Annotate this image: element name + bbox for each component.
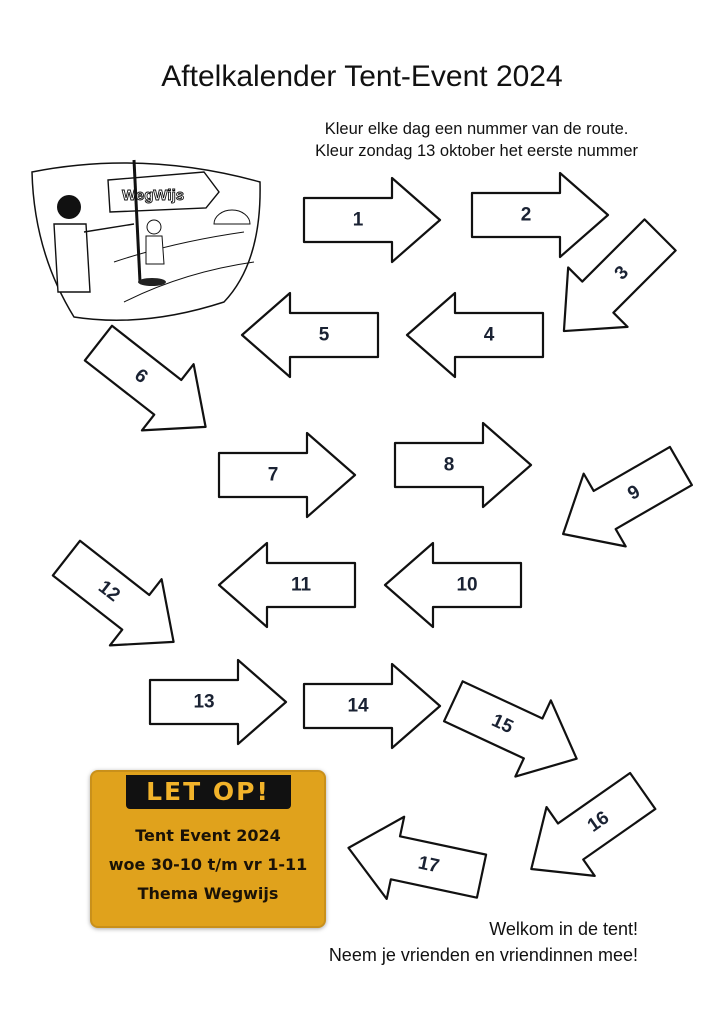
- arrow-shape[interactable]: [217, 541, 357, 629]
- route-arrow-6[interactable]: 6: [73, 310, 232, 460]
- route-arrow-11[interactable]: 11: [217, 541, 357, 629]
- notice-sign: LET OP! Tent Event 2024 woe 30-10 t/m vr…: [90, 770, 326, 928]
- arrow-shape[interactable]: [148, 658, 288, 746]
- instruction-line: Kleur elke dag een nummer van de route.: [324, 120, 629, 138]
- route-arrow-4[interactable]: 4: [405, 291, 545, 379]
- welcome-text: Welkom in de tent! Neem je vrienden en v…: [329, 916, 638, 968]
- route-arrow-12[interactable]: 12: [41, 525, 200, 675]
- day-number: 14: [347, 696, 369, 717]
- day-number: 17: [416, 852, 441, 877]
- day-number: 4: [484, 325, 495, 346]
- notice-header: LET OP!: [125, 775, 291, 809]
- instruction-line: Kleur zondag 13 oktober het eerste numme…: [315, 142, 638, 160]
- arrow-shape[interactable]: [507, 757, 667, 904]
- arrow-shape[interactable]: [240, 291, 380, 379]
- instructions: Kleur elke dag een nummer van de route. …: [315, 118, 638, 162]
- route-arrow-3[interactable]: 3: [534, 205, 690, 361]
- day-number: 1: [353, 210, 364, 231]
- route-arrow-9[interactable]: 9: [542, 430, 702, 571]
- arrow-shape[interactable]: [542, 430, 702, 571]
- arrow-shape[interactable]: [73, 310, 232, 460]
- day-number: 13: [193, 692, 214, 713]
- day-number: 2: [521, 205, 532, 226]
- arrow-shape[interactable]: [436, 663, 595, 797]
- arrow-shape[interactable]: [340, 807, 490, 917]
- notice-line: Tent Event 2024: [135, 826, 281, 845]
- day-number: 10: [456, 575, 477, 596]
- arrow-shape[interactable]: [383, 541, 523, 629]
- day-number: 5: [319, 325, 330, 346]
- arrow-shape[interactable]: [534, 205, 690, 361]
- welcome-line: Neem je vrienden en vriendinnen mee!: [328, 945, 638, 965]
- route-arrow-17[interactable]: 17: [340, 807, 490, 917]
- route-arrow-10[interactable]: 10: [383, 541, 523, 629]
- route-arrow-15[interactable]: 15: [436, 663, 595, 797]
- day-number: 7: [268, 465, 279, 486]
- welcome-line: Welkom in de tent!: [489, 919, 638, 939]
- route-arrow-8[interactable]: 8: [393, 421, 533, 509]
- page-title: Aftelkalender Tent-Event 2024: [161, 60, 563, 93]
- arrow-shape[interactable]: [41, 525, 200, 675]
- arrow-shape[interactable]: [217, 431, 357, 519]
- route-arrow-7[interactable]: 7: [217, 431, 357, 519]
- arrow-shape[interactable]: [302, 662, 442, 750]
- route-arrow-5[interactable]: 5: [240, 291, 380, 379]
- arrow-shape[interactable]: [470, 171, 610, 259]
- route-arrow-2[interactable]: 2: [470, 171, 610, 259]
- route-arrow-14[interactable]: 14: [302, 662, 442, 750]
- route-arrow-13[interactable]: 13: [148, 658, 288, 746]
- notice-line: woe 30-10 t/m vr 1-11: [108, 855, 308, 874]
- route-arrow-1[interactable]: 1: [302, 176, 442, 264]
- day-number: 11: [291, 575, 312, 596]
- arrow-shape[interactable]: [405, 291, 545, 379]
- arrow-shape[interactable]: [393, 421, 533, 509]
- route-arrow-16[interactable]: 16: [507, 757, 667, 904]
- arrow-shape[interactable]: [302, 176, 442, 264]
- day-number: 8: [444, 455, 455, 476]
- wegwijs-illustration: WegWijs: [31, 159, 261, 322]
- notice-line: Thema Wegwijs: [137, 884, 279, 903]
